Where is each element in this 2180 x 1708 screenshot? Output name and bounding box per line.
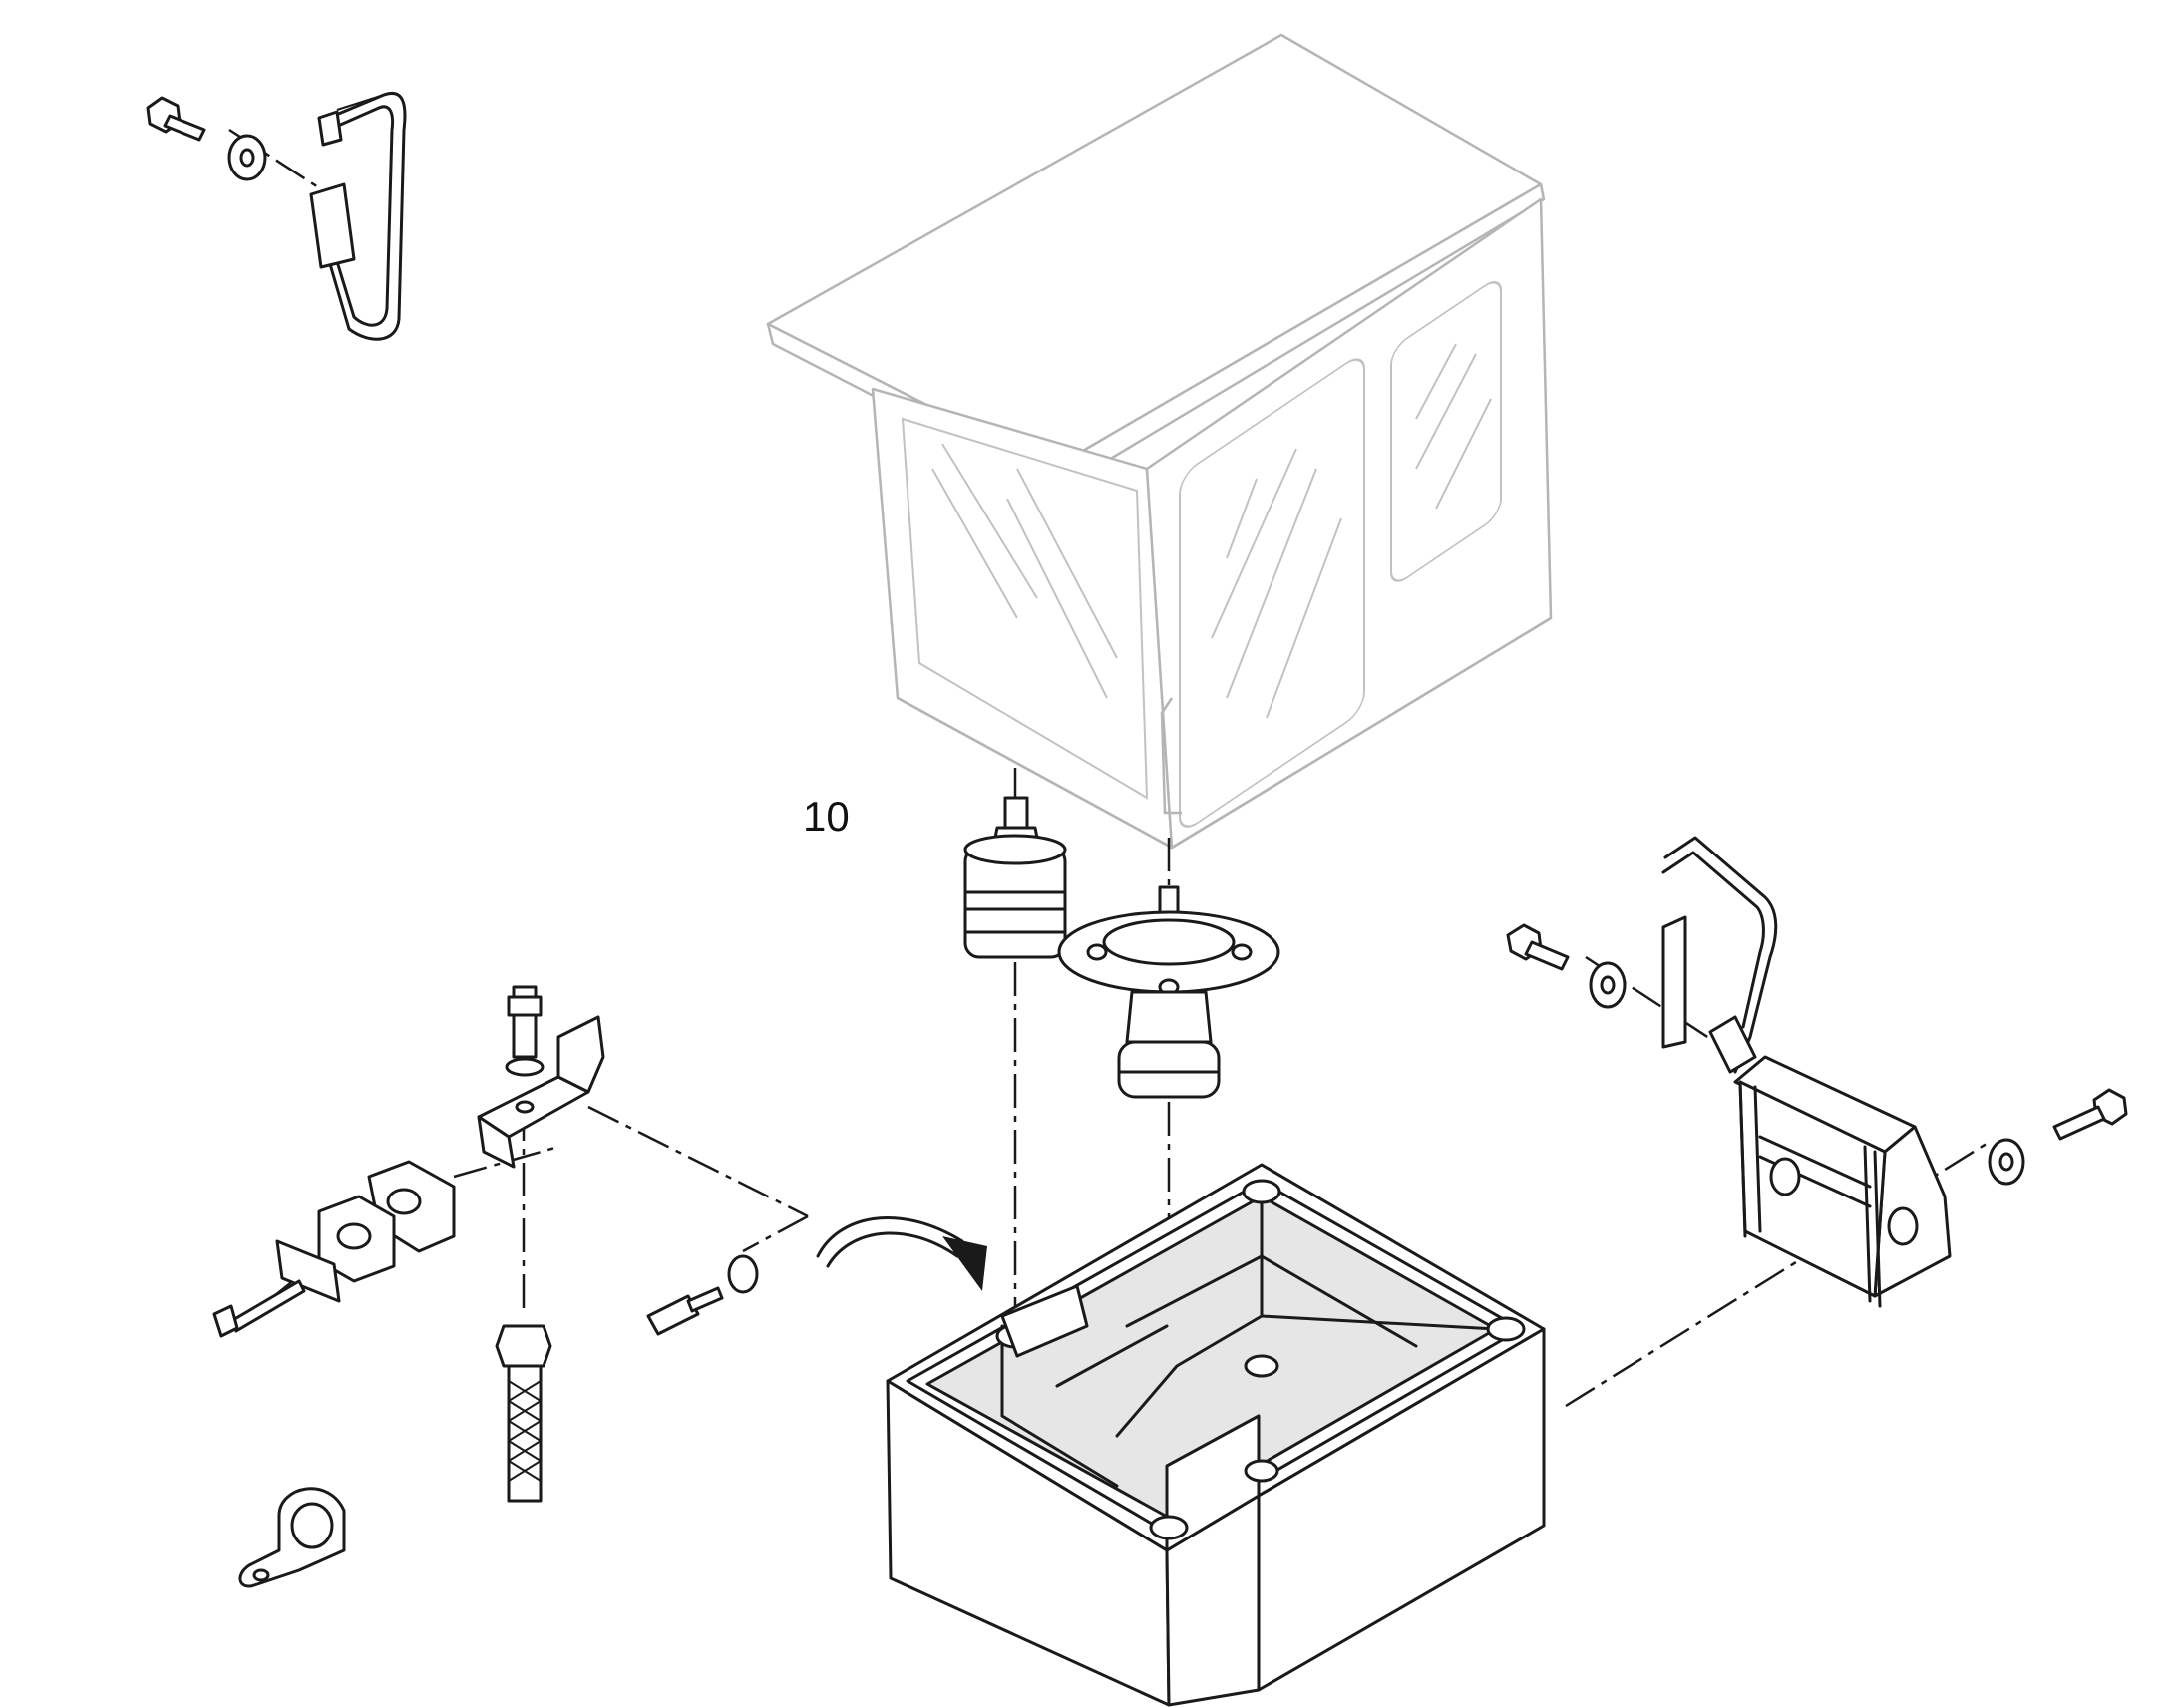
cab-door-window <box>1179 358 1365 828</box>
direction-arrow <box>816 1216 987 1291</box>
washer-icon <box>727 1254 759 1294</box>
cab-rear-window <box>1390 281 1502 582</box>
cab-door-handle <box>1160 697 1182 815</box>
operator-cab <box>766 33 1553 850</box>
p-clip <box>238 1487 346 1588</box>
mount-hole-rear <box>1242 1179 1281 1204</box>
flanged-rubber-mount <box>1057 838 1280 1099</box>
mount-hole-right <box>1486 1316 1526 1342</box>
clamp-bracket-assembly <box>212 985 759 1503</box>
callout-10: 10 <box>803 793 850 840</box>
clamp-plate <box>275 1239 341 1303</box>
braided-hose <box>507 1364 543 1503</box>
mount-hole-front <box>1149 1515 1189 1540</box>
hose-nut <box>495 1324 552 1368</box>
cab-base-frame <box>886 1163 1546 1707</box>
screw-icon <box>212 1304 239 1338</box>
rubber-mount-cylindrical <box>963 768 1067 959</box>
washer-icon <box>505 1057 545 1077</box>
screw-icon <box>646 1294 700 1336</box>
right-handle-bracket-assembly <box>1506 836 2128 1308</box>
cab-front-window <box>901 417 1149 800</box>
grab-handle-assembly <box>146 91 407 341</box>
